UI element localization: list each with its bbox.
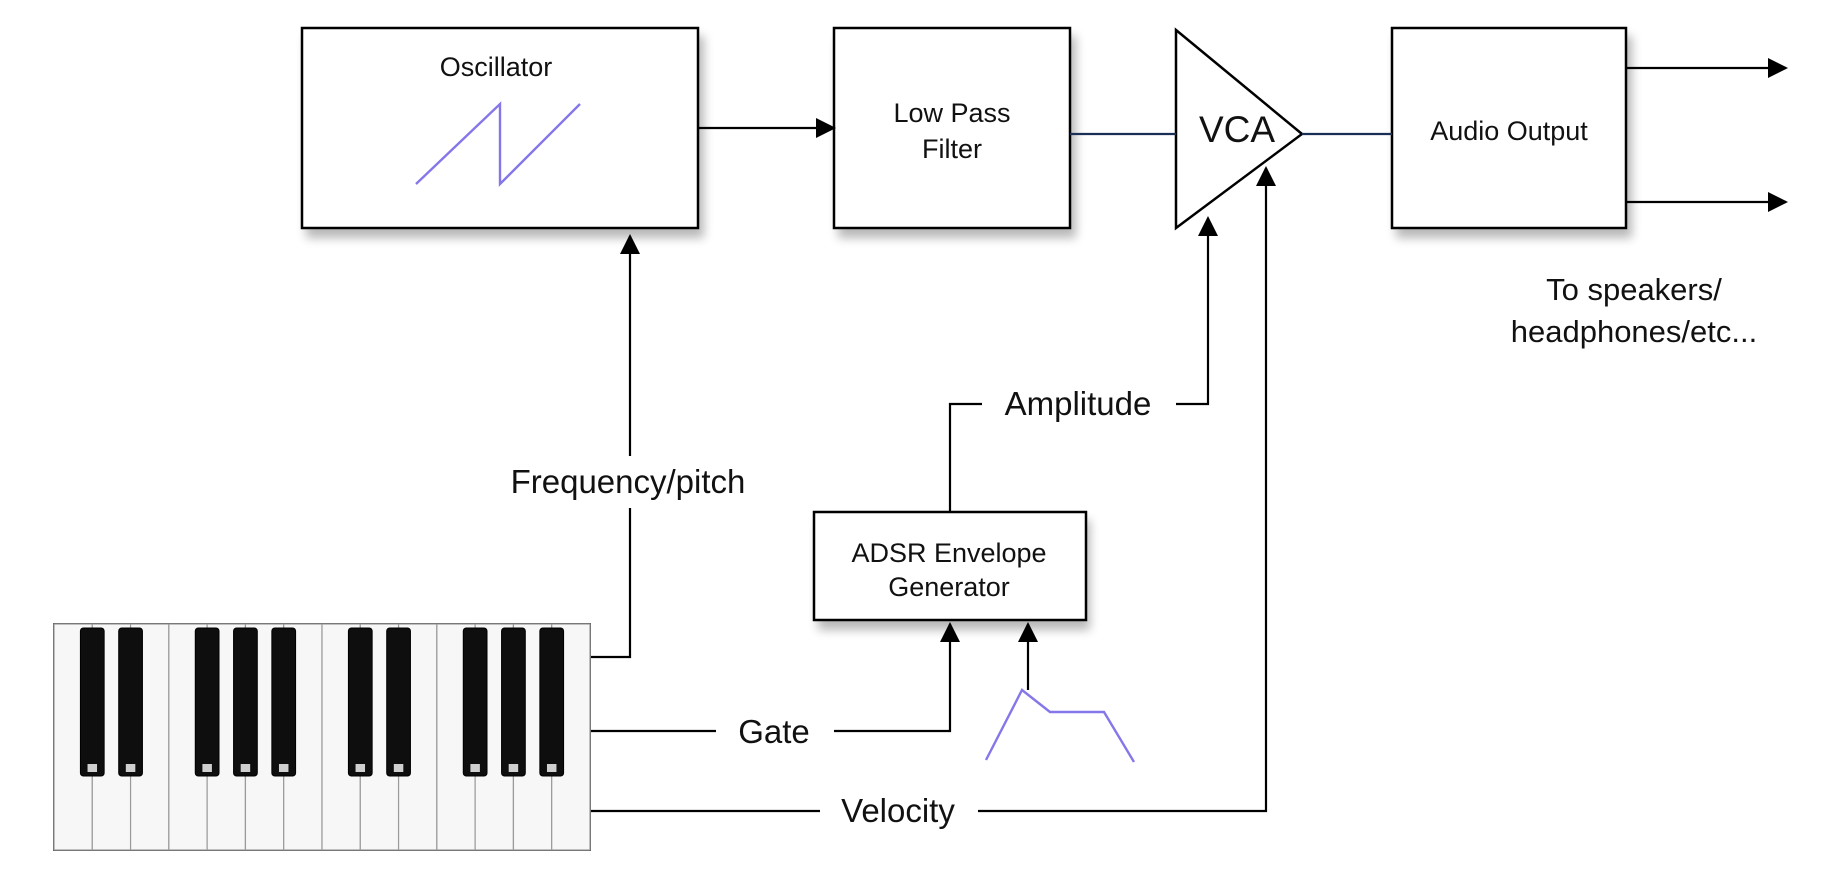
- frequency-wire: [590, 234, 640, 659]
- audio-output-label: Audio Output: [1430, 116, 1588, 146]
- lpf-label-line2: Filter: [922, 134, 982, 164]
- black-key-highlight: [393, 764, 404, 772]
- adsr-envelope-icon: [984, 688, 1136, 763]
- output-note-line2: headphones/etc...: [1511, 314, 1757, 349]
- velocity-label: Velocity: [841, 792, 955, 829]
- black-key-highlight: [87, 764, 98, 772]
- gate-label: Gate: [738, 713, 810, 750]
- sawtooth-wave-icon: [415, 101, 581, 187]
- oscillator-label: Oscillator: [440, 52, 553, 82]
- vca-block: VCA: [1174, 27, 1305, 231]
- black-key-highlight: [278, 764, 289, 772]
- black-key: [118, 627, 143, 777]
- black-key: [347, 627, 373, 777]
- oscillator-block: Oscillator: [300, 26, 704, 238]
- black-key: [271, 627, 297, 777]
- black-key-highlight: [202, 764, 212, 772]
- piano-keyboard: [53, 623, 591, 851]
- velocity-wire: [590, 166, 1276, 813]
- black-key-highlight: [355, 764, 366, 772]
- black-key-highlight: [240, 764, 251, 772]
- black-key-highlight: [508, 764, 519, 772]
- gate-wire: [590, 622, 960, 733]
- vca-label: VCA: [1199, 109, 1275, 150]
- black-key: [233, 627, 258, 777]
- amplitude-wire: [948, 216, 1218, 512]
- black-key: [79, 627, 105, 777]
- adsr-label-line2: Generator: [888, 572, 1010, 602]
- black-key: [462, 627, 488, 777]
- black-key: [501, 627, 526, 777]
- low-pass-filter-block: Low Pass Filter: [832, 26, 1076, 238]
- lpf-label-line1: Low Pass: [893, 98, 1010, 128]
- adsr-label-line1: ADSR Envelope: [851, 538, 1046, 568]
- black-key: [386, 627, 411, 777]
- black-key-highlight: [546, 764, 557, 772]
- amplitude-label: Amplitude: [1005, 385, 1152, 422]
- black-key-highlight: [470, 764, 480, 772]
- audio-output-block: Audio Output: [1390, 26, 1632, 238]
- black-key: [539, 627, 565, 777]
- black-key-highlight: [125, 764, 136, 772]
- adsr-block: ADSR Envelope Generator: [812, 510, 1090, 630]
- frequency-label: Frequency/pitch: [511, 463, 746, 500]
- output-note-line1: To speakers/: [1546, 272, 1722, 307]
- black-key: [194, 627, 220, 777]
